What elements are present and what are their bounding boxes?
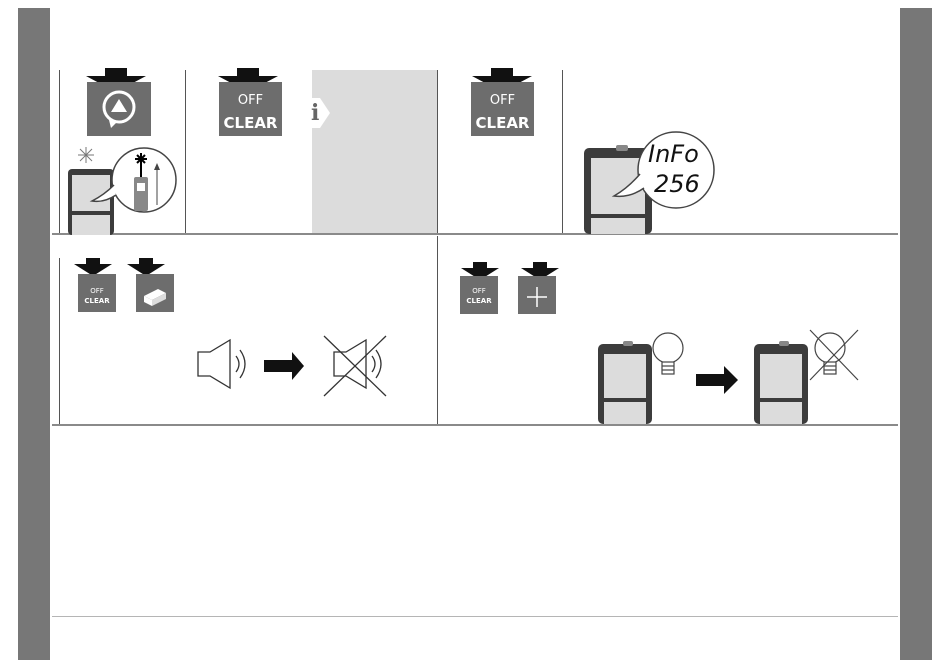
left-edge-bar [18, 8, 50, 660]
beep-toggle-illustration [194, 330, 394, 400]
info-symbol: i [311, 100, 319, 126]
key-combo: OFF CLEAR [452, 262, 572, 316]
speaker-icon [198, 340, 245, 388]
key-label-clear: CLEAR [219, 116, 282, 131]
clear-key[interactable]: OFF CLEAR [219, 82, 282, 136]
panel-divider [562, 70, 563, 233]
right-arrow-icon [264, 352, 304, 380]
key-label-off: OFF [219, 94, 282, 107]
panel-divider [59, 258, 60, 424]
light-bulb-off-icon [810, 330, 858, 380]
key-label-clear: CLEAR [78, 298, 116, 305]
measure-key[interactable] [87, 82, 151, 136]
panel-divider [437, 236, 438, 424]
key-label-clear: CLEAR [471, 116, 534, 131]
panel-divider [437, 70, 438, 233]
light-bulb-icon [653, 333, 683, 374]
key-label-clear: CLEAR [460, 298, 498, 305]
backlight-toggle-illustration [596, 326, 864, 424]
speaker-muted-icon [324, 336, 386, 396]
row-divider-3 [52, 616, 898, 617]
row-divider-2 [52, 424, 898, 426]
right-arrow-icon [696, 366, 738, 394]
key-label-off: OFF [460, 288, 498, 295]
circular-arrow-triangle-icon [87, 82, 151, 136]
device-info-illustration: InFo 256 [582, 128, 718, 234]
right-edge-bar [900, 8, 932, 660]
display-line-1: InFo [648, 142, 699, 166]
key-combo: OFF CLEAR [68, 258, 194, 314]
panel-divider [59, 70, 60, 233]
key-label-off: OFF [471, 94, 534, 107]
info-icon: i [310, 98, 332, 128]
info-panel [312, 70, 437, 233]
panel-divider [185, 70, 186, 233]
clear-key[interactable]: OFF CLEAR [471, 82, 534, 136]
key-label-off: OFF [78, 288, 116, 295]
display-line-2: 256 [654, 172, 700, 196]
device-laser-illustration [64, 145, 180, 235]
